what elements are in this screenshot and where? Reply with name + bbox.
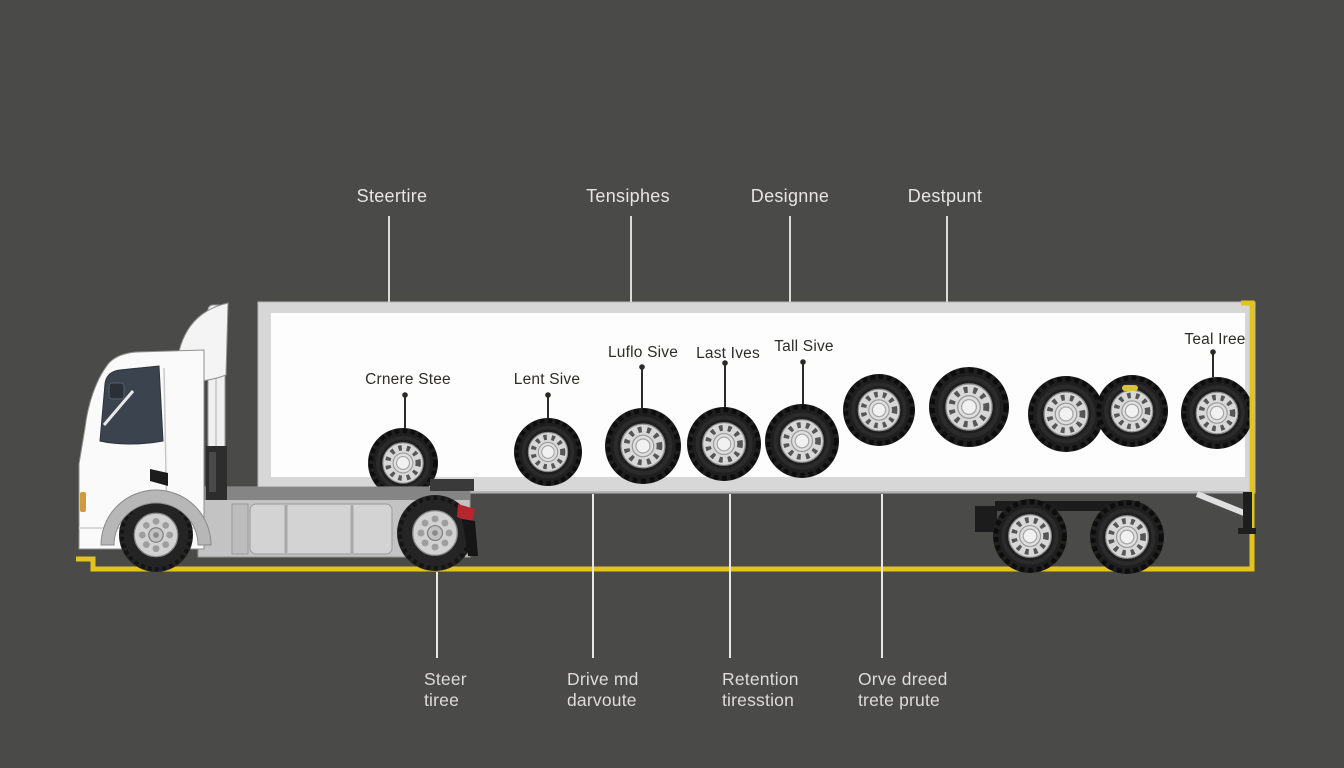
interior-pointer-dot-6 [1210,349,1216,355]
bottom-label-1-line-1: Steer [424,669,467,689]
interior-pointer-dot-5 [800,359,806,365]
headlight [80,492,86,512]
trailer-diagram-tire-8 [1028,376,1104,452]
trailer-underride [1195,491,1256,534]
bottom-label-4-line-1: Orve dreed [858,669,948,689]
stack-mount-detail [209,452,216,492]
mudflap-bracket-red [457,504,475,523]
top-label-1: Steertire [356,186,428,206]
top-label-2: Tensiphes [586,186,670,206]
interior-pointer-dot-3 [639,364,645,370]
trailer-diagram-tire-4 [687,407,761,481]
front-wheel-arch [100,489,212,546]
fifth-wheel [430,479,474,491]
yellow-outline [76,300,1255,572]
trailer-rear-axle [975,501,1140,532]
pointer-lines [388,216,1216,658]
interior-pointer-dot-2 [545,392,551,398]
battery-box [231,503,249,555]
bottom-label-1-line-2: tiree [424,690,460,710]
interior-label-5: Tall Sive [774,338,834,355]
bottom-label-2: Drive md darvoute [567,669,639,711]
trailer-diagram-tire-5 [765,404,839,478]
mudflap [457,504,478,556]
top-label-4: Destpunt [907,186,983,206]
yellow-rim-artifact [1122,385,1138,391]
trailer-diagram-tire-7 [929,367,1009,447]
interior-label-1: Crnere Stee [365,371,451,388]
mirror-arm [102,390,135,426]
interior-label-6: Teal Iree [1184,331,1246,348]
interior-pointer-dot-1 [402,392,408,398]
cab-glass [99,365,164,445]
bottom-label-3-line-2: tiresstion [722,690,795,710]
trailer-rear-wheel-1 [993,499,1067,573]
door-intake [150,469,168,486]
bottom-label-4: Orve dreed trete prute [858,669,948,711]
bottom-label-2-line-2: darvoute [567,690,637,710]
chassis-rail [198,487,470,500]
trailer-diagram-tire-10 [1181,377,1253,449]
interior-label-4: Last Ives [696,345,760,362]
trailer-diagram-tire-2 [514,418,582,486]
interior-pointer-dot-4 [722,360,728,366]
bottom-label-2-line-1: Drive md [567,669,639,689]
trailer-diagram-tire-3 [605,408,681,484]
mudflap-flap [462,519,478,556]
trailer-diagram-tire-6 [843,374,915,446]
bottom-label-3-line-1: Retention [722,669,799,689]
top-label-3: Designne [750,186,830,206]
bottom-label-3: Retention tiresstion [722,669,799,711]
fuel-tank [249,503,393,555]
side-mirror [108,382,125,400]
trailer-rear-wheel-2 [1090,500,1164,574]
interior-label-2: Lent Sive [513,371,581,388]
bottom-label-4-line-2: trete prute [858,690,940,710]
interior-label-3: Luflo Sive [607,344,679,361]
bottom-label-1: Steer tiree [424,669,467,711]
